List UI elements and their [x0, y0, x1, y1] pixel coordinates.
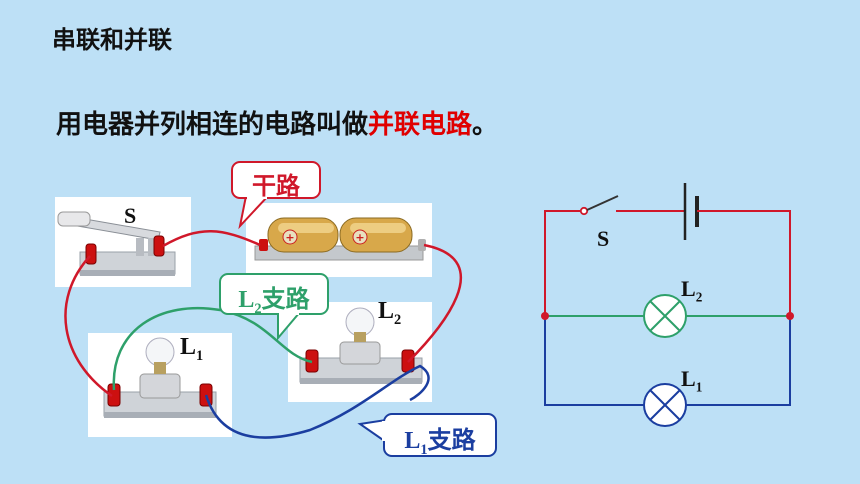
branch2-callout [219, 273, 329, 341]
branch1-callout-text: L1支路 [404, 427, 476, 458]
schematic-junction-right [786, 312, 794, 320]
branch2-callout-text: L2支路 [238, 286, 310, 317]
schematic-junction-left [541, 312, 549, 320]
slide-subtitle: 用电器并列相连的电路叫做并联电路。 [56, 104, 498, 141]
battery-icon: + + [254, 217, 426, 261]
schematic-lamp1-icon [643, 383, 687, 427]
schematic-lamp2-icon [643, 294, 687, 338]
branch1-callout [357, 413, 497, 457]
main-wire-left [64, 255, 113, 398]
lamp2-label: L2 [378, 298, 402, 328]
schematic-switch-pivot [579, 206, 589, 216]
main-wire-switch-battery [162, 230, 261, 248]
schematic-main-left [544, 210, 583, 316]
subtitle-highlight: 并联电路 [368, 110, 473, 140]
svg-text:+: + [285, 231, 294, 244]
subtitle-main: 用电器并列相连的电路叫做 [56, 110, 369, 140]
knife-switch-icon [57, 211, 176, 276]
svg-text:+: + [355, 231, 364, 244]
schematic-diagram [541, 183, 794, 427]
lamp2-icon [299, 307, 423, 384]
main-callout [231, 161, 321, 230]
schematic-switch-blade [586, 195, 619, 211]
branch1-wire [204, 364, 430, 439]
main-wire-right [407, 243, 462, 363]
schematic-lamp2-label: L2 [681, 276, 703, 305]
main-callout-text: 干路 [252, 173, 300, 200]
schematic-switch-label: S [597, 226, 610, 251]
branch2-wire [112, 306, 313, 391]
subtitle-end: 。 [472, 110, 499, 140]
lamp1-label: L1 [180, 334, 204, 364]
slide-title: 串联和并联 [52, 26, 172, 54]
switch-label: S [124, 203, 137, 228]
schematic-lamp1-label: L1 [681, 366, 703, 395]
